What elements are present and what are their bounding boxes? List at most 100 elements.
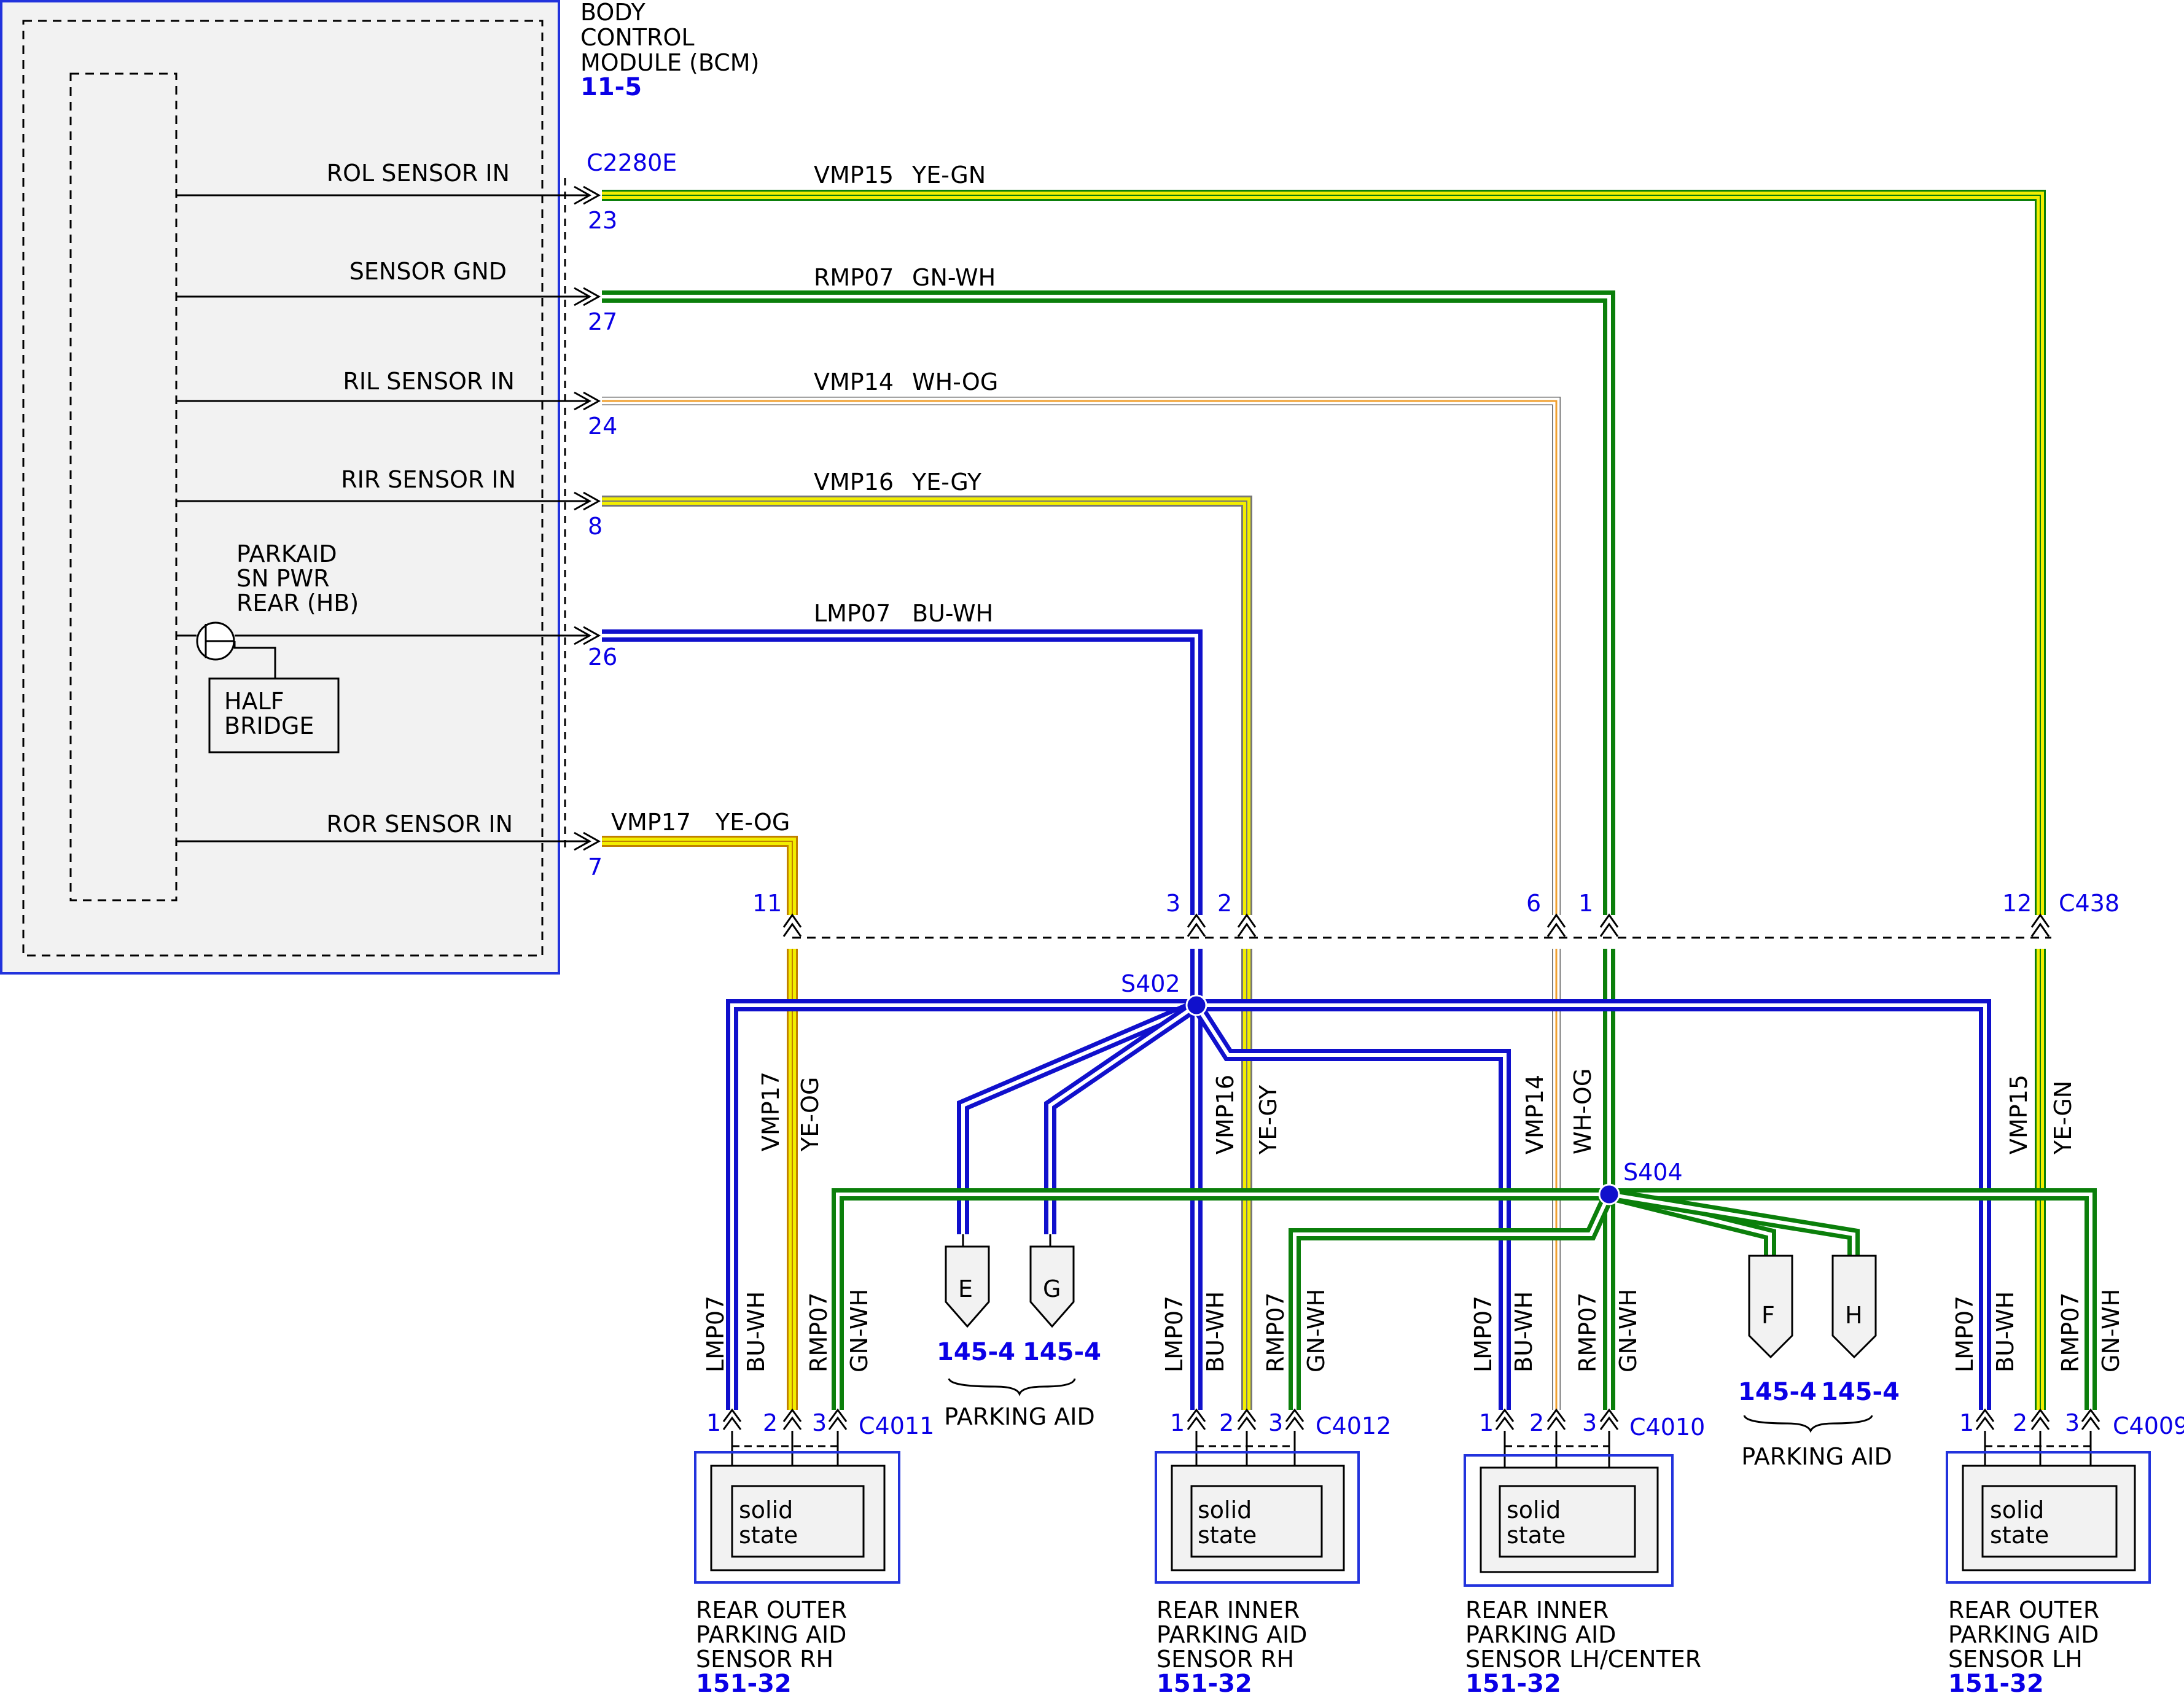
wire-vmp16 xyxy=(602,496,1252,1410)
tag-h xyxy=(1831,1255,1877,1359)
s2-inner-2: state xyxy=(1198,1522,1257,1549)
bcm-circuit-dashed xyxy=(69,72,177,901)
half-bridge-label-2: BRIDGE xyxy=(224,712,314,739)
wires xyxy=(602,190,2097,1410)
s2-wire3-circuit: RMP07 xyxy=(1262,1293,1289,1372)
wire-rmp07-main xyxy=(602,290,1615,1410)
bcm-pin-27: 27 xyxy=(588,308,617,335)
tag-e-letter: E xyxy=(958,1275,973,1302)
s3-wire3-circuit: RMP07 xyxy=(1574,1293,1601,1372)
hlabel-rmp07-circuit: RMP07 xyxy=(814,264,894,291)
s1-inner-1: solid xyxy=(739,1496,793,1524)
s1-connector: C4011 xyxy=(859,1412,934,1439)
s2-pin3: 3 xyxy=(1268,1409,1283,1436)
s3-inner-2: state xyxy=(1507,1522,1566,1549)
s2-wire3-color: GN-WH xyxy=(1303,1289,1330,1372)
tag-f xyxy=(1748,1255,1793,1359)
c438-pin-2: 2 xyxy=(1217,890,1232,917)
parking-aid-label-left: PARKING AID xyxy=(944,1403,1094,1430)
bcm-pin-26: 26 xyxy=(588,644,617,671)
s1-pin1: 1 xyxy=(706,1409,721,1436)
c438-name: C438 xyxy=(2059,890,2120,917)
s1-wire1-circuit: LMP07 xyxy=(702,1296,729,1372)
hlabel-lmp07-color: BU-WH xyxy=(912,600,993,627)
s3-wire1-color: BU-WH xyxy=(1510,1291,1537,1372)
s1-pin3: 3 xyxy=(812,1409,827,1436)
s2-pin2: 2 xyxy=(1219,1409,1234,1436)
s1-name-1: REAR OUTER xyxy=(696,1597,847,1624)
s4-name-3: SENSOR LH xyxy=(1948,1646,2083,1673)
c438-pin-11: 11 xyxy=(752,890,782,917)
vlabel-vmp15-circuit: VMP15 xyxy=(2005,1075,2032,1154)
hlabel-vmp17-color: YE-OG xyxy=(715,809,790,836)
tag-e xyxy=(945,1245,990,1328)
sensor-c4011: LMP07 BU-WH RMP07 GN-WH 1 2 3 C4011 soli… xyxy=(694,1289,934,1693)
tag-e-ref: 145-4 xyxy=(937,1338,1015,1366)
hlabel-vmp17-circuit: VMP17 xyxy=(611,809,691,836)
s1-name-2: PARKING AID xyxy=(696,1621,846,1648)
hlabel-lmp07-circuit: LMP07 xyxy=(814,600,891,627)
bcm-signal-lines xyxy=(176,185,601,851)
bcm-ref: 11-5 xyxy=(580,73,642,101)
half-bridge-transistor-icon xyxy=(196,621,276,679)
vlabel-vmp17-circuit: VMP17 xyxy=(757,1072,784,1151)
s1-wire1-color: BU-WH xyxy=(743,1291,770,1372)
bcm-pin-7: 7 xyxy=(588,854,603,881)
c438-pin-3: 3 xyxy=(1166,890,1180,917)
s1-wire3-circuit: RMP07 xyxy=(805,1293,832,1372)
splice-s402-label: S402 xyxy=(1121,970,1180,997)
half-bridge-box xyxy=(208,677,340,753)
bcm-outline xyxy=(0,0,560,975)
s1-name-3: SENSOR RH xyxy=(696,1646,833,1673)
tag-g-ref: 145-4 xyxy=(1023,1338,1101,1366)
bcm-pin-8: 8 xyxy=(588,513,603,540)
bcm-pin-23: 23 xyxy=(588,207,617,234)
bcm-pin-24: 24 xyxy=(588,413,617,440)
c438-pin-1: 1 xyxy=(1578,890,1593,917)
vlabel-vmp14-color: WH-OG xyxy=(1569,1068,1596,1154)
s3-inner-1: solid xyxy=(1507,1496,1561,1524)
c438-pin-12: 12 xyxy=(2002,890,2032,917)
s3-name-3: SENSOR LH/CENTER xyxy=(1465,1646,1701,1673)
brace-left xyxy=(948,1378,1076,1396)
vertical-wire-labels: VMP17 YE-OG VMP16 YE-GY VMP14 WH-OG VMP1… xyxy=(757,1068,2077,1155)
s3-name-1: REAR INNER xyxy=(1465,1597,1609,1624)
tag-f-letter: F xyxy=(1761,1302,1775,1329)
hlabel-vmp15-color: YE-GN xyxy=(911,162,986,189)
s2-ref: 151-32 xyxy=(1156,1670,1252,1693)
wire-vmp15 xyxy=(602,190,2046,1410)
s3-pin1: 1 xyxy=(1479,1409,1494,1436)
body-control-module xyxy=(0,0,566,975)
signal-label-parkaid-2: SN PWR xyxy=(236,565,330,592)
s3-pin2: 2 xyxy=(1529,1409,1544,1436)
vlabel-vmp15-color: YE-GN xyxy=(2049,1081,2077,1155)
hlabel-vmp14-circuit: VMP14 xyxy=(814,368,894,395)
s4-inner-2: state xyxy=(1990,1522,2049,1549)
wire-vmp14 xyxy=(602,397,1561,1410)
s1-inner-2: state xyxy=(739,1522,798,1549)
c438-pin-6: 6 xyxy=(1526,890,1541,917)
s4-pin2: 2 xyxy=(2013,1409,2027,1436)
s2-wire1-color: BU-WH xyxy=(1202,1291,1229,1372)
s3-ref: 151-32 xyxy=(1465,1670,1561,1693)
signal-label-parkaid-1: PARKAID xyxy=(236,540,337,567)
hlabel-vmp14-color: WH-OG xyxy=(912,368,998,395)
half-bridge-label-1: HALF xyxy=(224,688,284,715)
wire-vmp17 xyxy=(602,836,798,1410)
vlabel-vmp17-color: YE-OG xyxy=(797,1077,824,1152)
sensor-c4012: LMP07 BU-WH RMP07 GN-WH 1 2 3 C4012 soli… xyxy=(1155,1289,1391,1693)
bcm-inner-dashed xyxy=(22,20,544,957)
signal-label-ror: ROR SENSOR IN xyxy=(327,811,513,838)
tag-g xyxy=(1029,1245,1075,1328)
s4-pin1: 1 xyxy=(1959,1409,1974,1436)
splice-s404 xyxy=(1598,1183,1620,1205)
s3-name-2: PARKING AID xyxy=(1465,1621,1616,1648)
hlabel-rmp07-color: GN-WH xyxy=(912,264,996,291)
signal-label-ril: RIL SENSOR IN xyxy=(343,368,515,395)
hlabel-vmp15-circuit: VMP15 xyxy=(814,162,894,189)
tag-h-letter: H xyxy=(1845,1302,1863,1329)
bcm-title-line3: MODULE (BCM) xyxy=(580,49,759,76)
vlabel-vmp16-circuit: VMP16 xyxy=(1212,1075,1239,1154)
s4-wire3-circuit: RMP07 xyxy=(2057,1293,2084,1372)
bcm-title-line1: BODY xyxy=(580,0,645,26)
